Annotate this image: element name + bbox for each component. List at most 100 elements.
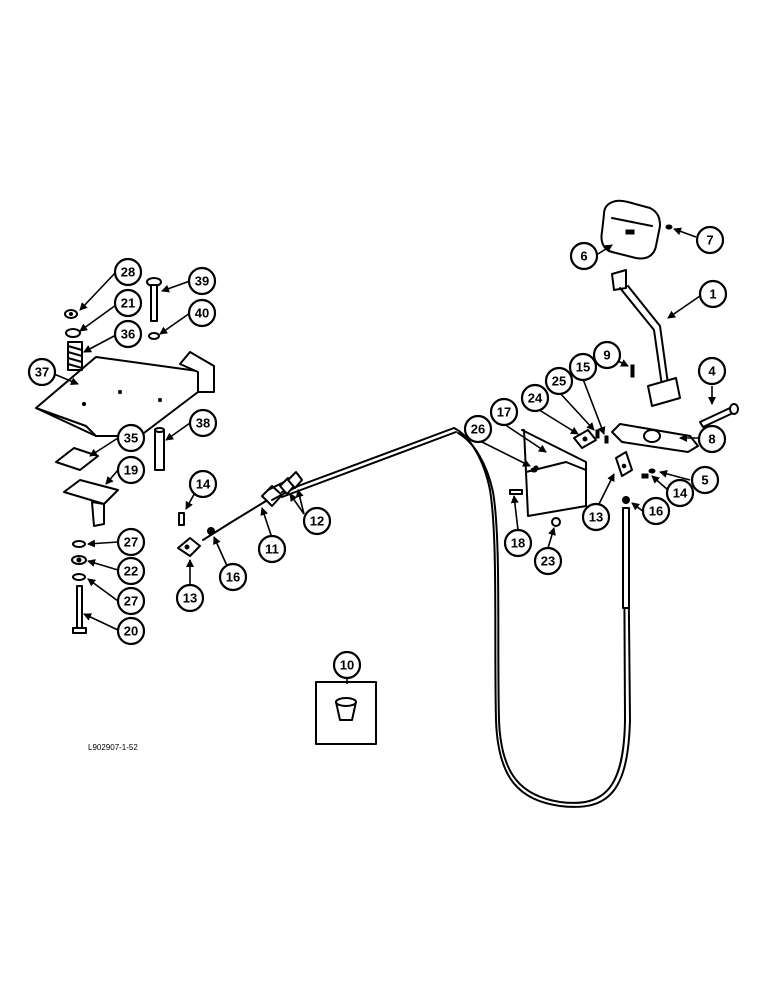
callout-16-left: 16 — [218, 562, 248, 592]
washer-27b — [72, 573, 86, 581]
nut-40 — [148, 332, 160, 340]
callout-9: 9 — [592, 340, 622, 370]
callout-19: 23 — [533, 546, 563, 576]
drawing-number: L902907-1-52 — [88, 743, 138, 752]
spring — [67, 341, 83, 371]
callout-13-right: 13 — [581, 502, 611, 532]
callout-40: 40 — [187, 298, 217, 328]
callout-22: 26 — [463, 414, 493, 444]
svg-text:19: 19 — [124, 463, 138, 478]
callout-23: 19 — [116, 455, 146, 485]
control-lever-1 — [611, 269, 681, 407]
nut-16-right — [622, 496, 630, 504]
svg-text:36: 36 — [121, 327, 135, 342]
callout-14-left: 14 — [188, 469, 218, 499]
svg-text:27: 27 — [124, 594, 138, 609]
bolt-24 — [72, 585, 87, 634]
callout-28: 28 — [113, 257, 143, 287]
svg-text:17: 17 — [497, 405, 511, 420]
callout-1: 1 — [698, 279, 728, 309]
svg-text:16: 16 — [226, 570, 240, 585]
callout-5: 5 — [690, 465, 720, 495]
svg-text:15: 15 — [576, 360, 590, 375]
callout-12: 12 — [302, 506, 332, 536]
callout-27-upper: 27 — [116, 527, 146, 557]
svg-text:14: 14 — [673, 486, 688, 501]
nut-26 — [71, 555, 87, 565]
svg-text:4: 4 — [708, 364, 716, 379]
svg-text:25: 25 — [552, 374, 566, 389]
pin-9 — [630, 364, 635, 378]
svg-text:21: 21 — [121, 296, 135, 311]
pivot-bracket-8 — [611, 423, 699, 453]
svg-text:1: 1 — [709, 287, 716, 302]
callout-36: 36 — [113, 319, 143, 349]
svg-text:22: 22 — [124, 564, 138, 579]
spacer-38 — [154, 427, 165, 471]
callout-16-right: 16 — [641, 496, 671, 526]
svg-text:13: 13 — [589, 510, 603, 525]
svg-text:11: 11 — [265, 542, 279, 557]
screw-15 — [604, 435, 609, 444]
svg-text:6: 6 — [580, 249, 587, 264]
callout-7: 7 — [695, 225, 725, 255]
svg-text:10: 10 — [340, 658, 354, 673]
svg-text:5: 5 — [701, 473, 708, 488]
callout-20: 24 — [520, 383, 550, 413]
clevis-13-right — [615, 451, 633, 477]
washer-25 — [65, 328, 81, 338]
callout-4: 4 — [697, 356, 727, 386]
callout-24: 20 — [116, 616, 146, 646]
clip-20 — [573, 429, 597, 449]
nut-28 — [64, 309, 78, 319]
carriage-bolt-39 — [146, 277, 162, 322]
svg-text:40: 40 — [195, 306, 209, 321]
callout-38: 38 — [188, 408, 218, 438]
callout-26: 22 — [116, 556, 146, 586]
svg-text:7: 7 — [706, 233, 713, 248]
callout-11: 11 — [257, 534, 287, 564]
pivot-bolt-4 — [699, 403, 739, 428]
bracket-23 — [63, 479, 119, 527]
svg-text:12: 12 — [310, 514, 324, 529]
svg-text:37: 37 — [35, 365, 49, 380]
svg-text:18: 18 — [511, 536, 525, 551]
callout-18: 18 — [503, 528, 533, 558]
bolt-18 — [509, 489, 523, 495]
svg-text:38: 38 — [196, 416, 210, 431]
handle-knob-6 — [600, 199, 661, 260]
small-parts-14-5 — [641, 468, 656, 479]
svg-text:28: 28 — [121, 265, 135, 280]
callout-25: 21 — [113, 288, 143, 318]
callout-35: 35 — [116, 423, 146, 453]
svg-text:20: 20 — [124, 624, 138, 639]
screw-7 — [665, 224, 673, 230]
pin-14-left — [178, 512, 185, 526]
washer-27a — [72, 540, 86, 548]
svg-text:9: 9 — [603, 348, 610, 363]
svg-text:39: 39 — [195, 274, 209, 289]
svg-text:27: 27 — [124, 535, 138, 550]
svg-text:26: 26 — [471, 422, 485, 437]
clevis-13-left — [177, 537, 201, 557]
callout-6: 6 — [569, 241, 599, 271]
callout-10: 10 — [332, 650, 362, 680]
callout-21: 25 — [544, 366, 574, 396]
svg-text:8: 8 — [708, 432, 715, 447]
svg-text:24: 24 — [528, 391, 543, 406]
inset-box — [315, 681, 377, 745]
pad-35 — [55, 447, 99, 471]
callout-15: 15 — [568, 352, 598, 382]
callout-14-right: 14 — [665, 478, 695, 508]
svg-text:16: 16 — [649, 504, 663, 519]
callout-17: 17 — [489, 397, 519, 427]
nut-22 — [530, 467, 538, 473]
callout-8: 8 — [697, 424, 727, 454]
leader-lines — [53, 227, 716, 684]
callout-13-left: 13 — [175, 583, 205, 613]
callout-37: 37 — [27, 357, 57, 387]
cable-rod — [622, 507, 630, 609]
footrest-plate — [35, 351, 215, 437]
callout-27-lower: 27 — [116, 586, 146, 616]
